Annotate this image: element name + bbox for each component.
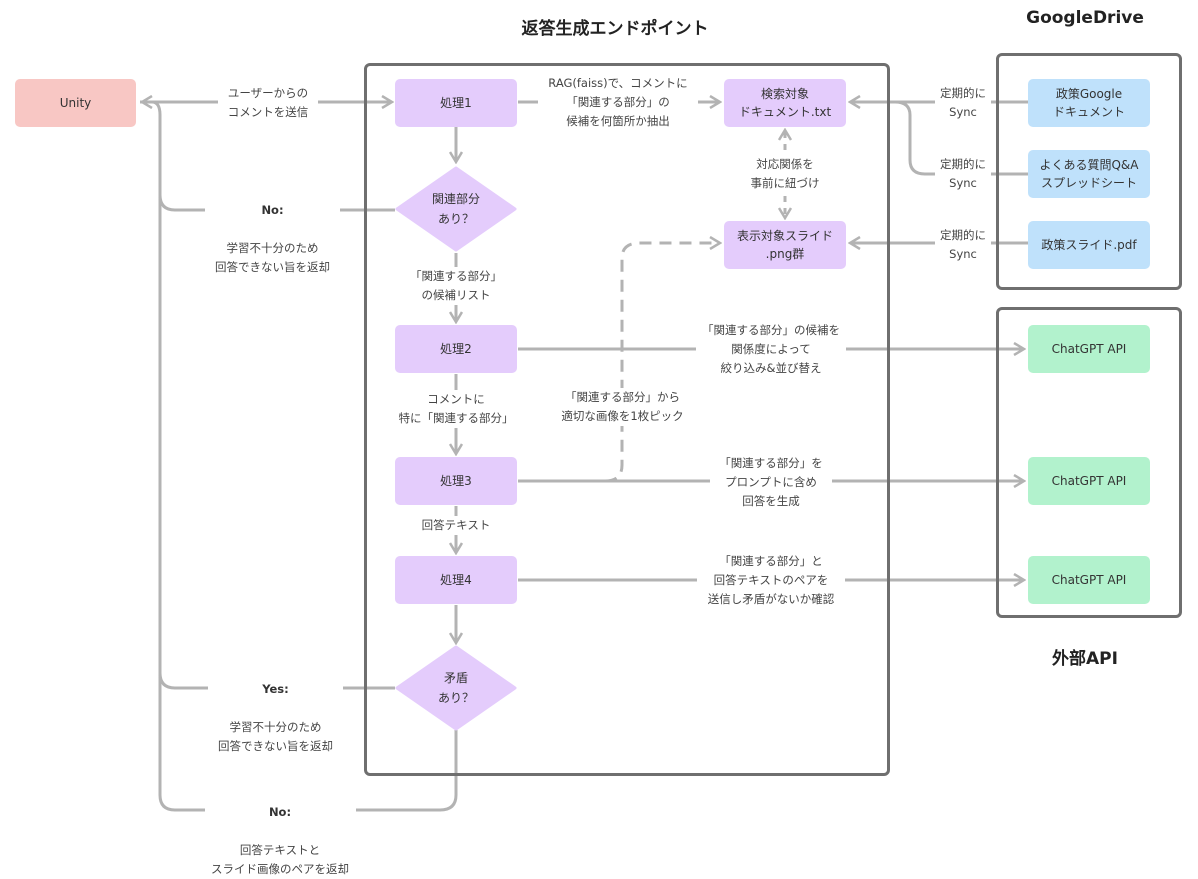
label-rag: RAG(faiss)で、コメントに 「関連する部分」の 候補を何箇所か抽出: [538, 74, 698, 131]
edge-pick-image: [604, 243, 720, 483]
label-no2-body: 回答テキストと スライド画像のペアを返却: [211, 843, 349, 876]
decision-2-label: 矛盾 あり？: [437, 671, 474, 705]
label-filter-sort: 「関連する部分」の候補を 関係度によって 絞り込み&並び替え: [696, 321, 846, 378]
label-mapping: 対応関係を 事前に紐づけ: [740, 155, 830, 193]
label-send-comment: ユーザーからの コメントを送信: [218, 84, 318, 122]
label-no-insufficient: No: 学習不十分のため 回答できない旨を返却: [205, 182, 340, 277]
search-document-node[interactable]: 検索対象 ドキュメント.txt: [724, 79, 846, 127]
edge-sync-faq: [894, 100, 1028, 176]
label-sync-pdf: 定期的に Sync: [935, 226, 991, 264]
decision-related-exists[interactable]: 関連部分 あり？: [395, 166, 517, 252]
process-2[interactable]: 処理2: [395, 325, 517, 373]
decision-contradiction[interactable]: 矛盾 あり？: [395, 645, 517, 731]
diamond-shape: [395, 645, 517, 731]
label-no-body: 学習不十分のため 回答できない旨を返却: [215, 241, 330, 274]
label-candidate-list: 「関連する部分」 の候補リスト: [400, 267, 512, 305]
label-yes-head: Yes:: [262, 682, 289, 696]
chatgpt-api-2[interactable]: ChatGPT API: [1028, 457, 1150, 505]
edge-yes: [158, 672, 395, 690]
label-no-head: No:: [261, 203, 284, 217]
label-sync-faq: 定期的に Sync: [935, 155, 991, 193]
label-yes-body: 学習不十分のため 回答できない旨を返却: [218, 720, 333, 753]
label-check: 「関連する部分」と 回答テキストのペアを 送信し矛盾がないか確認: [697, 552, 845, 609]
google-drive-title: GoogleDrive: [1026, 8, 1144, 28]
chatgpt-api-3[interactable]: ChatGPT API: [1028, 556, 1150, 604]
label-no2-head: No:: [268, 805, 292, 819]
slides-png-node[interactable]: 表示対象スライド .png群: [724, 221, 846, 269]
endpoint-frame: [364, 63, 890, 776]
label-yes-insufficient: Yes: 学習不十分のため 回答できない旨を返却: [208, 661, 343, 756]
label-sync-doc: 定期的に Sync: [935, 84, 991, 122]
label-particular: コメントに 特に「関連する部分」: [395, 390, 517, 428]
diamond-shape: [395, 166, 517, 252]
endpoint-title: 返答生成エンドポイント: [521, 19, 709, 39]
label-pick-image: 「関連する部分」から 適切な画像を1枚ピック: [555, 388, 690, 426]
google-drive-frame: [996, 53, 1182, 290]
unity-node[interactable]: Unity: [15, 79, 136, 127]
process-4[interactable]: 処理4: [395, 556, 517, 604]
label-generate: 「関連する部分」を プロンプトに含め 回答を生成: [710, 454, 832, 511]
external-api-title: 外部API: [1052, 649, 1118, 669]
decision-1-label: 関連部分 あり？: [431, 192, 480, 226]
drive-policy-pdf[interactable]: 政策スライド.pdf: [1028, 221, 1150, 269]
label-answer-text: 回答テキスト: [410, 516, 502, 535]
chatgpt-api-1[interactable]: ChatGPT API: [1028, 325, 1150, 373]
drive-faq-sheet[interactable]: よくある質問Q&A スプレッドシート: [1028, 150, 1150, 198]
drive-policy-doc[interactable]: 政策Google ドキュメント: [1028, 79, 1150, 127]
edge-no1: [158, 194, 395, 212]
external-api-frame: [996, 307, 1182, 618]
edge-no2: [356, 730, 458, 812]
process-3[interactable]: 処理3: [395, 457, 517, 505]
edge-return-trunk: [151, 100, 210, 812]
process-1[interactable]: 処理1: [395, 79, 517, 127]
label-no-return: No: 回答テキストと スライド画像のペアを返却: [205, 784, 355, 879]
